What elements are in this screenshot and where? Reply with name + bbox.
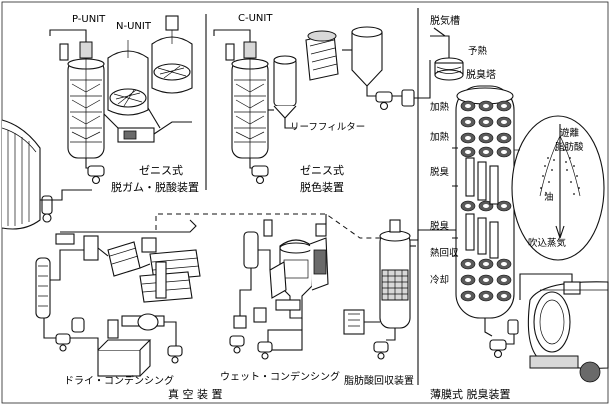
pump-deodorizer: [489, 339, 507, 359]
tray-center: [465, 262, 471, 266]
label-leaf-filter: リーフフィルター: [290, 122, 365, 133]
label-free-fatty-acid-1: 遊離: [560, 127, 580, 139]
fatty-acid-recovery-column: [379, 219, 411, 329]
tray-center: [501, 294, 507, 298]
pump-bleach: [375, 91, 393, 111]
label-heating-1: 加熱: [430, 101, 450, 113]
pump-dry-2: [71, 317, 85, 333]
tray-center: [483, 294, 489, 298]
storage-tank: [1, 119, 41, 230]
label-vacuum-unit: 真 空 装 置: [168, 387, 223, 401]
pump-wet-2: [257, 341, 273, 360]
tray-center: [465, 204, 471, 208]
pump-wet-1: [229, 335, 245, 354]
label-c-unit: C-UNIT: [238, 13, 273, 24]
leaf-filter: [273, 30, 339, 119]
label-wet-condensing: ウェット・コンデンシング: [220, 370, 340, 383]
filter-deodorizer: [507, 319, 519, 335]
label-deodorize-1: 脱臭: [430, 166, 450, 178]
vacuum-line-dashed: [155, 213, 380, 239]
tray-center: [501, 262, 507, 266]
label-p-unit: P-UNIT: [72, 14, 106, 25]
tray-center: [483, 150, 489, 154]
label-degas-tank: 脱気槽: [430, 14, 460, 27]
n-unit-tank-left: [107, 40, 149, 116]
tray-center: [465, 294, 471, 298]
label-preheat: 予熱: [468, 45, 488, 57]
pump-p-unit: [87, 165, 105, 185]
pump-c-unit: [251, 165, 269, 185]
dry-condensing-unit: [35, 219, 201, 377]
bleached-oil-tank: [351, 26, 383, 87]
tray-center: [465, 150, 471, 154]
tanker-truck: [527, 281, 609, 383]
inlet-arrows: [452, 147, 458, 257]
tray-center: [483, 278, 489, 282]
label-deodorize-2: 脱臭: [430, 220, 450, 232]
label-heat-recovery: 熱回収: [430, 247, 459, 259]
tray-center: [501, 278, 507, 282]
deodorizer-side-heaters: [465, 157, 499, 259]
degas-tank: [434, 57, 464, 81]
p-unit-reactor: [59, 41, 105, 159]
tray-center: [465, 136, 471, 140]
n-unit-tank-right: [151, 15, 193, 94]
tray-center: [483, 204, 489, 208]
tray-center: [465, 278, 471, 282]
label-n-unit: N-UNIT: [116, 21, 152, 32]
pipe-storage-to-p: [40, 189, 92, 201]
label-thin-film-deodorizer: 薄膜式 脱臭装置: [430, 387, 511, 401]
pump-dry-1: [55, 333, 71, 352]
label-zenith-gum-2: 脱ガム・脱酸装置: [111, 180, 199, 194]
tray-center: [501, 150, 507, 154]
tray-center: [501, 104, 507, 108]
pump-dry-3: [167, 345, 183, 364]
label-deodorizer-tower: 脱臭塔: [466, 68, 496, 81]
tray-center: [501, 136, 507, 140]
label-fatty-acid-recovery: 脂肪酸回収装置: [344, 374, 414, 387]
label-zenith-bleach-2: 脱色装置: [300, 180, 344, 194]
label-oil: 油: [544, 191, 554, 203]
tray-center: [483, 120, 489, 124]
label-dry-condensing: ドライ・コンデンシング: [64, 374, 174, 387]
tray-center: [483, 136, 489, 140]
tray-center: [483, 104, 489, 108]
tray-center: [501, 120, 507, 124]
label-zenith-gum-1: ゼニス式: [139, 164, 183, 177]
filter-small: [401, 89, 415, 107]
pump-fatty-acid: [373, 341, 389, 360]
label-blow-steam: 吹込蒸気: [528, 237, 567, 249]
c-unit-reactor: [225, 41, 269, 159]
deodorizer-trays: [460, 100, 512, 302]
fatty-acid-heat-exchanger: [343, 309, 365, 335]
tray-center: [483, 262, 489, 266]
wet-condensing-unit: [233, 219, 329, 351]
tray-center: [465, 120, 471, 124]
tray-center: [465, 104, 471, 108]
film-detail-inset: [511, 115, 605, 261]
n-unit-screw: [117, 121, 192, 143]
label-zenith-bleach-1: ゼニス式: [300, 164, 344, 177]
label-free-fatty-acid-2: 脂肪酸: [555, 141, 584, 153]
tray-center: [501, 204, 507, 208]
label-cooling: 冷却: [430, 274, 449, 286]
label-heating-2: 加熱: [430, 131, 450, 143]
